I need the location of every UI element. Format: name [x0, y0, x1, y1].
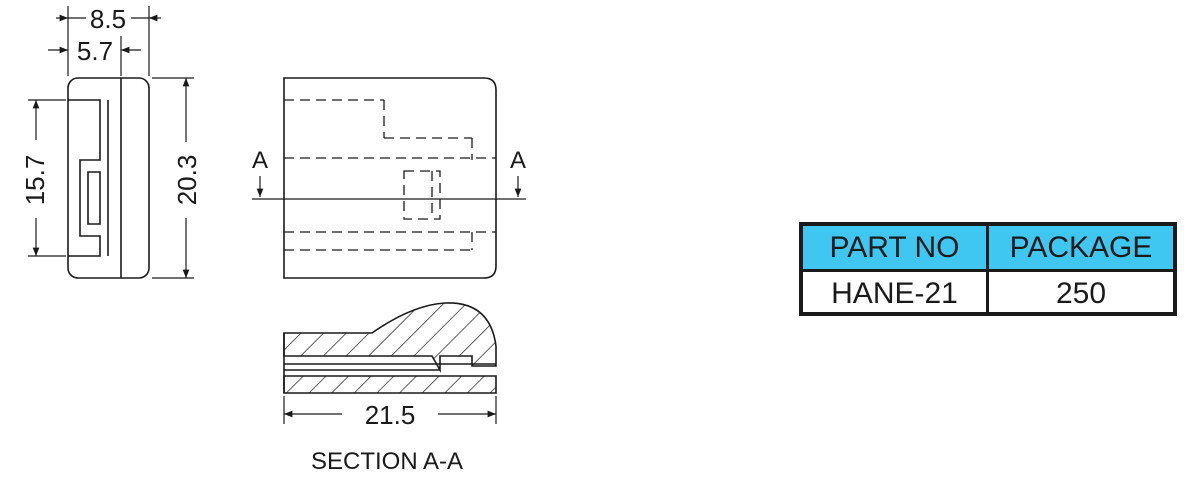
dim-inner-height [28, 99, 66, 257]
cell-part-no: HANE-21 [803, 272, 989, 315]
side-view-inner-profile [68, 99, 101, 257]
front-view-hidden-lines [284, 99, 496, 251]
header-package: PACKAGE [1009, 230, 1153, 264]
front-view [252, 77, 526, 279]
dim-inner-thickness [48, 36, 141, 76]
section-marker-left: A [252, 147, 268, 174]
table-header-row: PART NO PACKAGE [803, 226, 1173, 272]
side-view-slot [87, 171, 101, 225]
section-marker-right: A [510, 147, 526, 174]
dim-label-8-5: 8.5 [90, 4, 126, 34]
dim-label-5-7: 5.7 [77, 36, 113, 66]
part-spec-table: PART NO PACKAGE HANE-21 250 [799, 222, 1177, 316]
dim-label-15-7: 15.7 [20, 155, 50, 206]
section-lower-body [283, 375, 497, 394]
dim-overall-height [152, 77, 194, 279]
dim-overall-thickness [56, 6, 161, 76]
header-part-no: PART NO [803, 226, 989, 269]
section-upper-body [283, 302, 497, 374]
dim-length [283, 396, 497, 424]
section-title: SECTION A-A [311, 448, 463, 475]
side-view [67, 77, 150, 279]
dim-label-21-5: 21.5 [365, 400, 416, 430]
table-row: HANE-21 250 [803, 272, 1173, 315]
cell-package: 250 [1055, 276, 1107, 310]
dim-label-20-3: 20.3 [172, 155, 202, 206]
side-view-outline [67, 77, 150, 279]
front-view-outline [283, 77, 497, 279]
section-view [283, 302, 497, 394]
